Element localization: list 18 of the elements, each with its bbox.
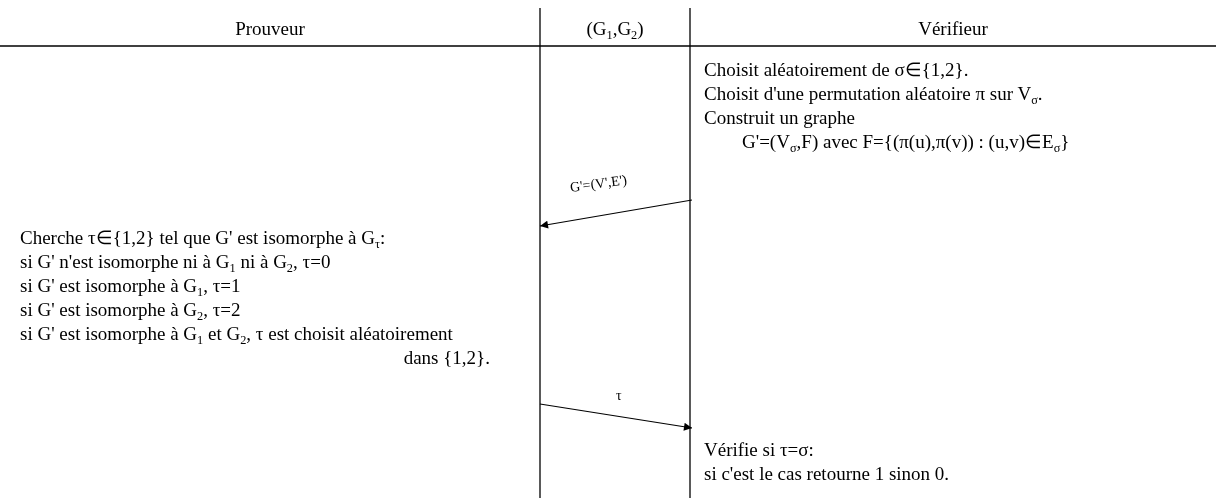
edge-label: G'=(V',E') <box>569 172 628 196</box>
step-text: si G' est isomorphe à G$_{2}$, τ=2 <box>20 298 242 322</box>
step-text: si G' n'est isomorphe ni à G$_{1}$ ni à G$_{2}$, τ=0 <box>20 250 332 274</box>
step-text: si G' est isomorphe à G$_{1}$, τ=1 <box>20 274 242 298</box>
arrow <box>539 199 693 229</box>
step-text: Choisit aléatoirement de σ∈{1,2}. <box>704 58 970 82</box>
arrow <box>539 403 693 431</box>
step-text: si c'est le cas retourne 1 sinon 0. <box>704 462 951 486</box>
column-header: Vérifieur <box>918 18 988 40</box>
step-text: Cherche τ∈{1,2} tel que G' est isomorphe à G$_{τ}$: <box>20 226 387 250</box>
step-text: Vérifie si τ=σ: <box>704 438 815 462</box>
step-text: Construit un graphe <box>704 106 856 130</box>
step-text: si G' est isomorphe à G$_{1}$ et G$_{2}$, τ est choisit aléatoirement dans {1,2}. <box>20 322 490 370</box>
edge-label: τ <box>616 388 622 404</box>
column-header: Prouveur <box>235 18 305 40</box>
step-text: Choisit d'une permutation aléatoire π sur V$_{σ}$. <box>704 82 1044 106</box>
column-header: (G$_{1}$,G$_{2}$) <box>586 18 644 40</box>
step-text: G'=(V$_{σ}$,F) avec F={(π(u),π(v)) : (u,v)∈E$_{σ}$} <box>741 130 1071 154</box>
